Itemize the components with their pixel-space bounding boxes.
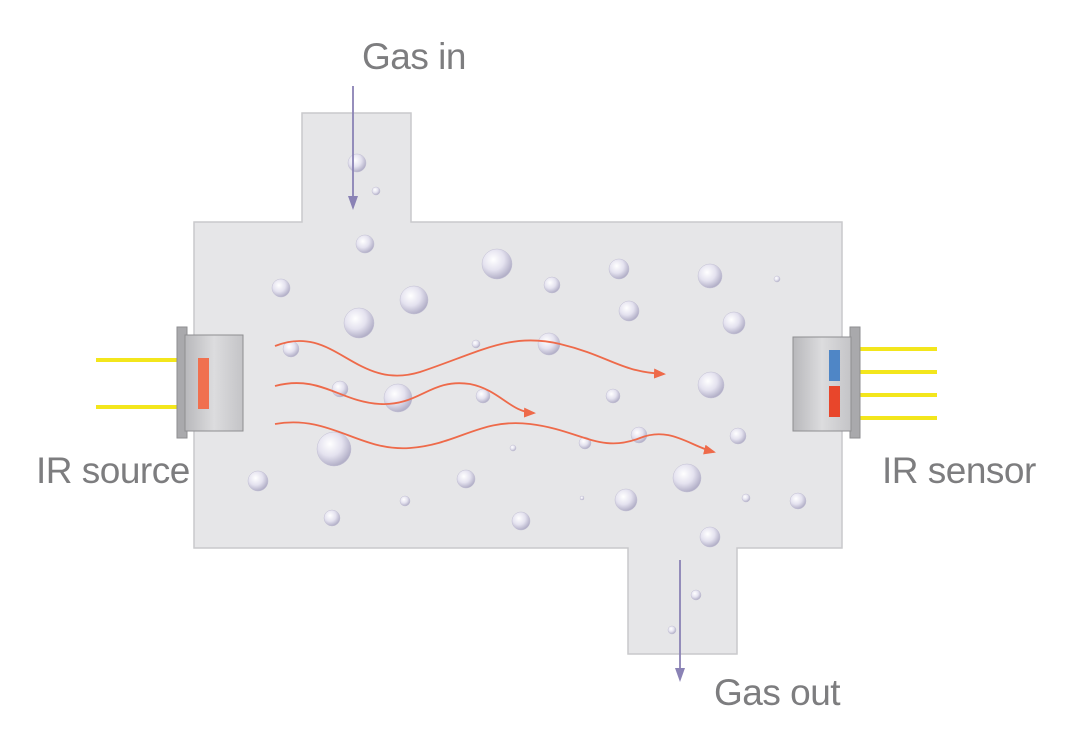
gas-molecule xyxy=(741,493,751,503)
gas-out-arrow xyxy=(675,560,685,682)
ir-sensor xyxy=(792,326,861,439)
ir-wave-arrow xyxy=(274,382,536,418)
gas-molecule xyxy=(371,186,381,196)
gas-molecule xyxy=(511,511,531,531)
ir-source xyxy=(176,326,244,439)
gas-molecule xyxy=(690,589,702,601)
gas-molecule xyxy=(608,258,630,280)
ir-wave-arrow xyxy=(274,421,716,455)
gas-molecule xyxy=(614,488,638,512)
gas-molecule xyxy=(323,509,341,527)
gas-molecule xyxy=(471,339,481,349)
ir-sensor-wires xyxy=(860,347,937,420)
gas-molecule xyxy=(578,436,592,450)
gas-molecule xyxy=(697,371,725,399)
ir-radiation-waves xyxy=(274,339,716,455)
gas-molecule xyxy=(722,311,746,335)
ir-source-wires xyxy=(96,358,180,409)
gas-molecule xyxy=(343,307,375,339)
gas-molecule xyxy=(789,492,807,510)
gas-molecule xyxy=(481,248,513,280)
ir-sensor-label: IR sensor xyxy=(882,450,1036,491)
gas-molecule xyxy=(383,383,413,413)
gas-molecule xyxy=(667,625,677,635)
gas-in-arrow xyxy=(348,86,358,210)
gas-molecule xyxy=(271,278,291,298)
sensor-active-element xyxy=(829,386,840,417)
gas-molecule xyxy=(355,234,375,254)
gas-molecule xyxy=(605,388,621,404)
gas-molecule xyxy=(729,427,747,445)
gas-molecule xyxy=(475,388,491,404)
gas-out-label: Gas out xyxy=(714,672,841,713)
ir-emitter-element xyxy=(198,358,209,409)
sensor-reference-element xyxy=(829,350,840,381)
gas-molecule xyxy=(456,469,476,489)
gas-molecule xyxy=(509,444,517,452)
gas-molecule xyxy=(543,276,561,294)
gas-molecule xyxy=(618,300,640,322)
gas-molecule xyxy=(773,275,781,283)
gas-molecule xyxy=(399,495,411,507)
ir-wave-arrow xyxy=(274,339,666,379)
gas-chamber xyxy=(193,112,843,655)
gas-molecule xyxy=(399,285,429,315)
gas-molecule xyxy=(672,463,702,493)
ir-source-label: IR source xyxy=(36,450,190,491)
gas-in-label: Gas in xyxy=(362,36,466,77)
gas-molecule xyxy=(316,431,352,467)
gas-flow-arrows xyxy=(348,86,685,682)
gas-molecule xyxy=(697,263,723,289)
gas-molecule xyxy=(247,470,269,492)
gas-molecule xyxy=(699,526,721,548)
gas-molecule xyxy=(579,495,585,501)
gas-molecule xyxy=(347,153,367,173)
